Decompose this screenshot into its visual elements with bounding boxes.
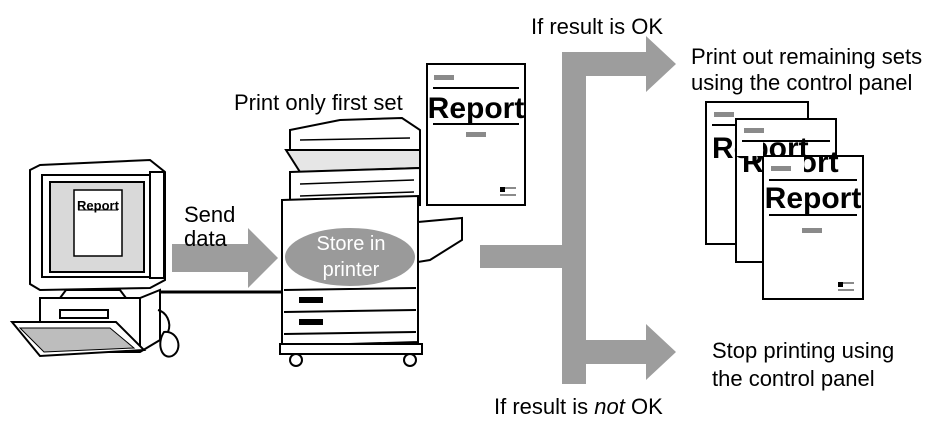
result-not-ok-suffix: OK bbox=[625, 394, 663, 419]
monitor-report-title: Report bbox=[77, 198, 120, 213]
print-remaining-line2: using the control panel bbox=[691, 70, 912, 96]
result-not-ok-prefix: If result is bbox=[494, 394, 594, 419]
send-data-label-line2: data bbox=[184, 226, 227, 252]
stop-printing-line1: Stop printing using bbox=[712, 338, 894, 364]
stack-doc-mark bbox=[771, 166, 791, 171]
store-in-printer-line2: printer bbox=[312, 258, 390, 282]
store-in-printer-line1: Store in bbox=[312, 232, 390, 256]
stop-printing-line2: the control panel bbox=[712, 366, 875, 392]
stack-overlap-mask bbox=[737, 142, 763, 156]
desktop-computer-icon bbox=[12, 160, 178, 357]
send-data-label-line1: Send bbox=[184, 202, 235, 228]
report-document-icon bbox=[427, 64, 525, 205]
result-not-ok-label: If result is not OK bbox=[494, 394, 663, 420]
report-title: Report bbox=[428, 92, 525, 125]
report-title-stack-3: Report bbox=[765, 182, 862, 215]
result-not-ok-italic: not bbox=[594, 394, 625, 419]
print-remaining-line1: Print out remaining sets bbox=[691, 44, 922, 70]
print-first-set-label: Print only first set bbox=[234, 90, 403, 116]
result-ok-label: If result is OK bbox=[531, 14, 663, 40]
